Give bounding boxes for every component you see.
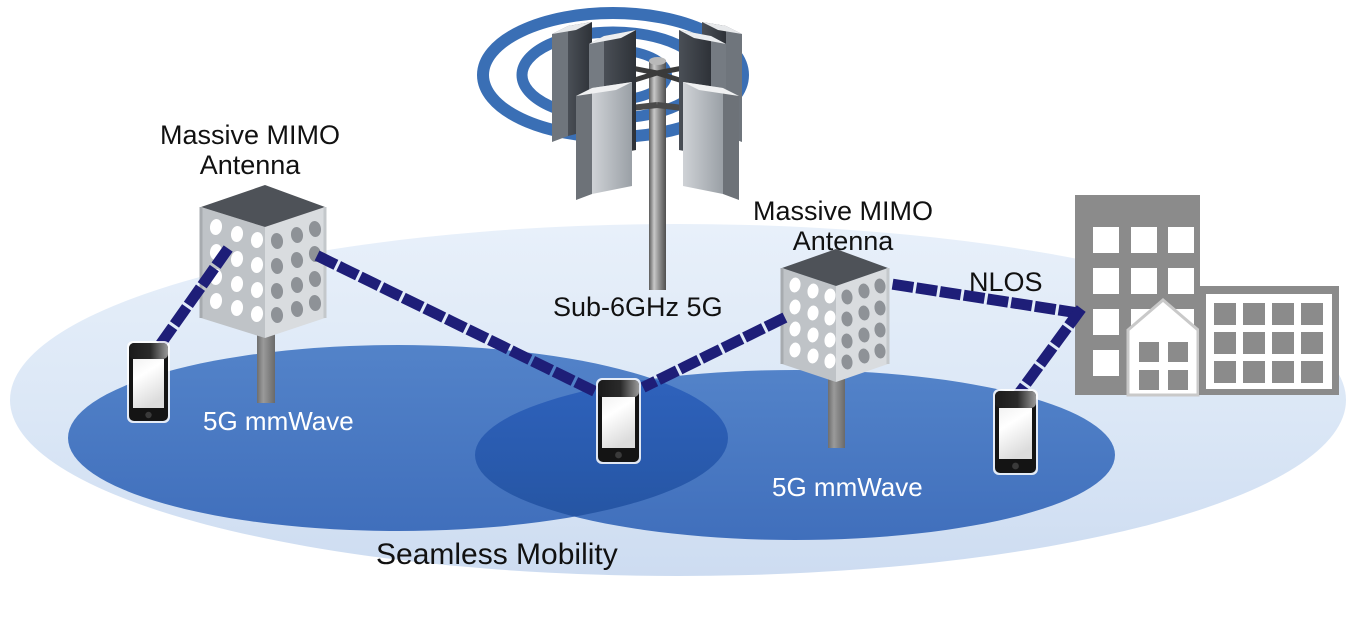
tower-panel-front-right [683,82,739,200]
label-mimo-left-line2: Antenna [199,150,301,181]
link-right-antenna-to-building [891,278,1085,320]
tower-panel-front-left [576,82,632,200]
antenna-right [780,249,890,448]
label-mimo-right-line2: Antenna [792,226,894,257]
macro-tower [552,22,742,290]
label-massive-mimo-antenna-right: Massive MIMO Antenna [748,196,938,256]
phone-right [993,389,1038,475]
link-left-antenna-to-left-phone [152,245,233,353]
label-massive-mimo-antenna-left: Massive MIMO Antenna [155,120,345,180]
label-sub-6ghz-5g: Sub-6GHz 5G [553,292,723,322]
buildings [1075,195,1339,397]
label-seamless-mobility: Seamless Mobility [376,538,618,571]
label-nlos: NLOS [969,267,1043,297]
link-left-antenna-to-center-phone [314,250,604,400]
antenna-left [199,185,327,403]
phone-left [127,341,170,423]
label-5g-mmwave-right: 5G mmWave [772,472,923,502]
link-right-antenna-to-center-phone [640,312,788,393]
label-5g-mmwave-left: 5G mmWave [203,406,354,436]
label-mimo-right-line1: Massive MIMO [752,196,933,226]
phone-center [596,378,641,464]
label-mimo-left-line1: Massive MIMO [159,120,340,150]
link-building-to-right-phone [1012,305,1086,400]
